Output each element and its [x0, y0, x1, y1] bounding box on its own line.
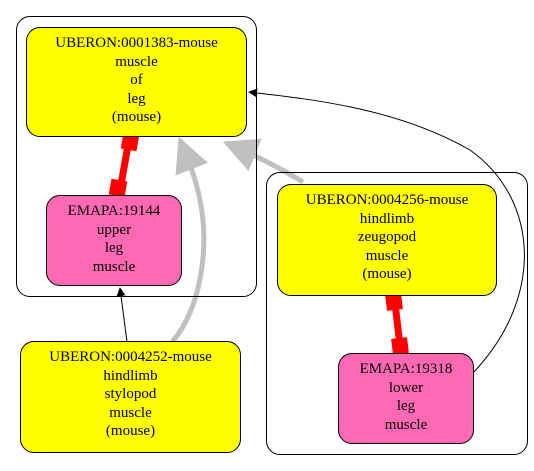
node-label-id: EMAPA:19318 [359, 361, 453, 377]
node-label-line: muscle [92, 258, 136, 275]
node-label-line: hindlimb [103, 367, 158, 384]
edge-equivalence-uberon0004256-emapa19318 [385, 293, 409, 355]
node-label-id: EMAPA:19144 [67, 203, 161, 219]
node-label-line: of [130, 72, 143, 88]
node-label-line: muscle [115, 53, 158, 70]
node-label-line: (mouse) [111, 109, 162, 125]
node-label-line: muscle [384, 416, 428, 433]
node-label-line: lower [388, 379, 424, 396]
node-label-id: UBERON:0004256-mouse [305, 192, 469, 208]
edge-is-a-uberon0004252-to-uberon0001383 [170, 136, 208, 344]
node-label-line: stylopod [104, 386, 157, 402]
node-label-line: (mouse) [362, 266, 412, 282]
node-uberon-0004252[interactable]: UBERON:0004252-mouse hindlimb stylopod m… [20, 341, 241, 453]
edge-part-of-emapa19318-to-uberon0001383 [248, 88, 525, 377]
node-label-id: UBERON:0001383-mouse [55, 35, 218, 51]
node-label-line: muscle [109, 404, 152, 421]
node-label-id: UBERON:0004252-mouse [49, 349, 212, 365]
node-label-line: hindlimb [359, 210, 415, 227]
cluster-lower-leg [266, 172, 528, 455]
node-label-line: zeugopod [357, 229, 417, 245]
node-label-line: muscle [365, 247, 409, 264]
node-uberon-0001383[interactable]: UBERON:0001383-mouse muscle of leg (mous… [26, 27, 247, 137]
node-label-line: upper [96, 221, 132, 238]
node-label-line: (mouse) [105, 423, 156, 439]
node-label-line: leg [127, 90, 146, 107]
node-emapa-19144[interactable]: EMAPA:19144 upper leg muscle [46, 195, 182, 286]
node-label-line: leg [104, 240, 124, 256]
edge-equivalence-uberon0001383-emapa19144 [108, 132, 140, 198]
cluster-upper-leg [16, 16, 257, 297]
node-emapa-19318[interactable]: EMAPA:19318 lower leg muscle [338, 353, 474, 444]
node-uberon-0004256[interactable]: UBERON:0004256-mouse hindlimb zeugopod m… [277, 184, 497, 296]
node-label-line: leg [396, 398, 416, 414]
edge-part-of-uberon0004252-to-cluster [116, 287, 128, 343]
edge-is-a-uberon0004256-to-uberon0001383 [222, 138, 305, 185]
